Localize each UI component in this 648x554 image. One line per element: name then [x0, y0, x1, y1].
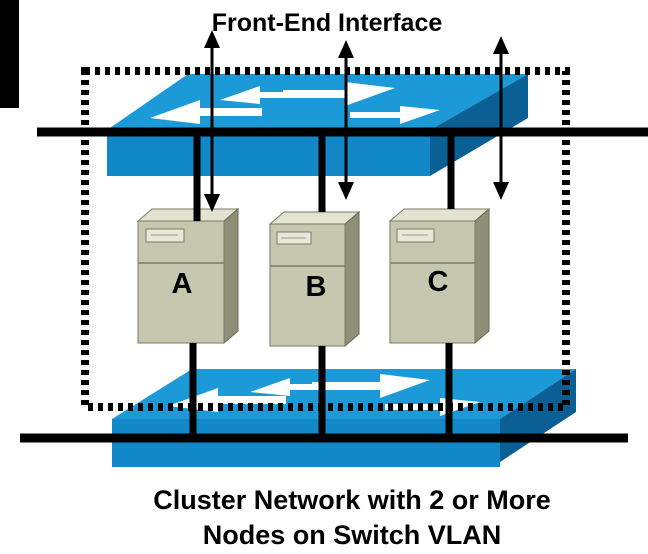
server-a-side: [223, 207, 239, 345]
node-label-c: C: [428, 266, 449, 298]
server-a-top: [136, 208, 240, 222]
front-end-connections: [193, 132, 455, 221]
front-end-switch: [107, 74, 528, 176]
server-b-top: [268, 211, 361, 225]
double-arrow-icon: [204, 30, 220, 212]
diagram-caption-line-1: Cluster Network with 2 or More: [153, 485, 551, 515]
left-edge-marker: [0, 0, 19, 108]
cluster-switch-top-face: [112, 369, 576, 419]
cluster-boundary: [81, 67, 570, 411]
server-c-side: [474, 207, 490, 345]
server-b: [268, 210, 361, 348]
switch-arrows-icon: [150, 82, 440, 124]
server-b-side: [344, 210, 360, 348]
server-c: [388, 207, 491, 345]
server-c-top: [388, 208, 491, 222]
diagram-title: Front-End Interface: [212, 9, 443, 37]
cluster-switch: [112, 369, 576, 467]
front-end-double-arrows: [204, 30, 509, 212]
node-label-a: A: [172, 268, 193, 300]
double-arrow-icon: [338, 40, 354, 200]
diagram-caption-line-2: Nodes on Switch VLAN: [203, 520, 502, 550]
cluster-switch-front-face: [112, 419, 500, 467]
front-end-switch-front-face: [107, 130, 430, 176]
cluster-connections: [189, 343, 453, 438]
server-a: [136, 207, 240, 345]
double-arrow-icon: [493, 36, 509, 200]
node-label-b: B: [306, 271, 327, 303]
